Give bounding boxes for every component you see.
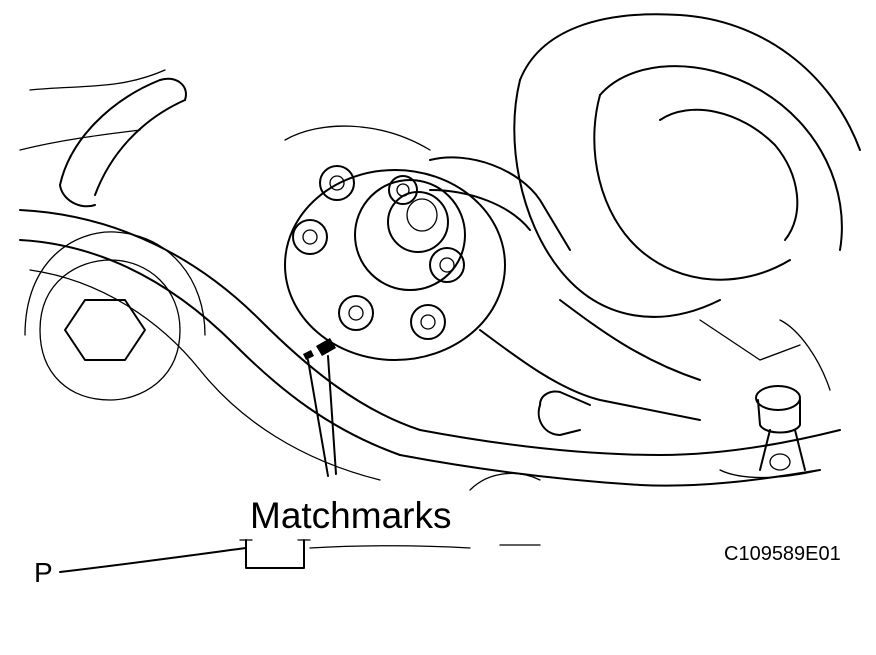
- tire-outline: [513, 13, 861, 318]
- flange-bolt-group: [292, 165, 465, 340]
- flange-bolt-1: [319, 165, 355, 201]
- matchmarks-leader-lines: [307, 355, 337, 477]
- lower-arm: [479, 299, 801, 436]
- matchmarks-label: Matchmarks: [250, 495, 451, 536]
- figure-code: C109589E01: [724, 543, 841, 565]
- view-marker-letter: P: [34, 557, 53, 588]
- view-marker-line: [59, 472, 541, 573]
- flange-bolt-6: [388, 175, 418, 205]
- stabilizer-link: [719, 319, 831, 479]
- strut-arm: [19, 69, 187, 208]
- suspension-member: [19, 209, 841, 487]
- drive-shaft-flange: [284, 125, 571, 361]
- large-bolt: [24, 231, 206, 401]
- flange-bolt-4: [410, 304, 446, 340]
- flange-bolt-2: [292, 219, 328, 255]
- flange-bolt-3: [338, 295, 374, 331]
- flange-bolt-5: [429, 247, 465, 283]
- matchmark-paint: [303, 338, 336, 360]
